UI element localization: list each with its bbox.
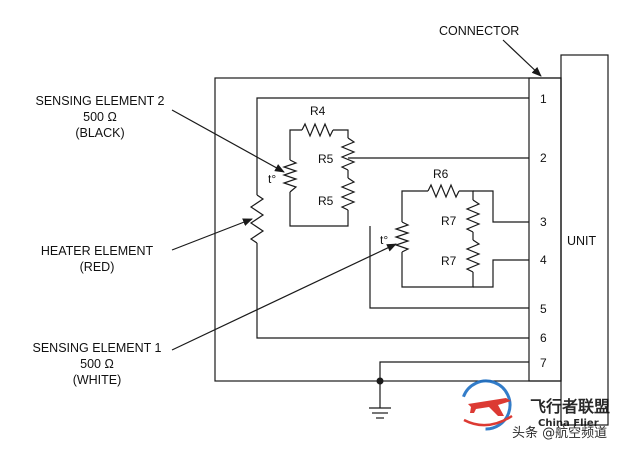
resistor-r7-bottom-label: R7 — [441, 254, 457, 268]
watermark-brand-en: China Flier — [538, 418, 599, 429]
sensing-element-2-name: SENSING ELEMENT 2 — [36, 94, 165, 108]
housing-box — [214, 77, 562, 382]
resistor-r4-label: R4 — [310, 104, 326, 118]
sensing-element-2-value: 500 Ω — [83, 110, 117, 124]
watermark-caption: 头条 @航空频道 — [512, 425, 607, 441]
heater-element-wiring — [249, 97, 529, 339]
pin-4-label: 4 — [540, 253, 547, 267]
resistor-r6-label: R6 — [433, 167, 449, 181]
heater-element-arrow — [171, 218, 253, 251]
connector-label: CONNECTOR — [439, 24, 519, 38]
pin-7-label: 7 — [540, 356, 547, 370]
heater-element-name: HEATER ELEMENT — [41, 244, 154, 258]
temp-symbol-bottom: t° — [380, 233, 388, 247]
resistor-r5-bottom-label: R5 — [318, 194, 334, 208]
sensing-element-1-value: 500 Ω — [80, 357, 114, 371]
sensing-element-1-color: (WHITE) — [73, 373, 122, 387]
pin-5-label: 5 — [540, 302, 547, 316]
sensing-element-2-network — [282, 122, 529, 309]
unit-box — [560, 54, 609, 426]
sensing-element-2-arrow — [171, 109, 285, 173]
sensing-element-1-arrow — [171, 243, 397, 351]
watermark-brand: 飞行者联盟 — [530, 397, 610, 416]
pin-3-label: 3 — [540, 215, 547, 229]
pin-6-label: 6 — [540, 331, 547, 345]
pin-2-label: 2 — [540, 151, 547, 165]
heater-element-color: (RED) — [80, 260, 115, 274]
unit-label: UNIT — [567, 234, 597, 248]
resistor-r5-top-label: R5 — [318, 152, 334, 166]
ground-connection — [369, 361, 529, 419]
temp-symbol-top: t° — [268, 172, 276, 186]
sensing-element-2-color: (BLACK) — [75, 126, 124, 140]
ground-junction-dot — [376, 377, 384, 385]
sensing-element-1-name: SENSING ELEMENT 1 — [33, 341, 162, 355]
watermark-logo — [460, 379, 513, 431]
pin-1-label: 1 — [540, 92, 547, 106]
resistor-r7-top-label: R7 — [441, 214, 457, 228]
connector-leader-arrow — [502, 39, 542, 77]
watermark: 飞行者联盟 China Flier 头条 @航空频道 — [460, 379, 610, 441]
sensing-element-1-network — [394, 183, 529, 288]
